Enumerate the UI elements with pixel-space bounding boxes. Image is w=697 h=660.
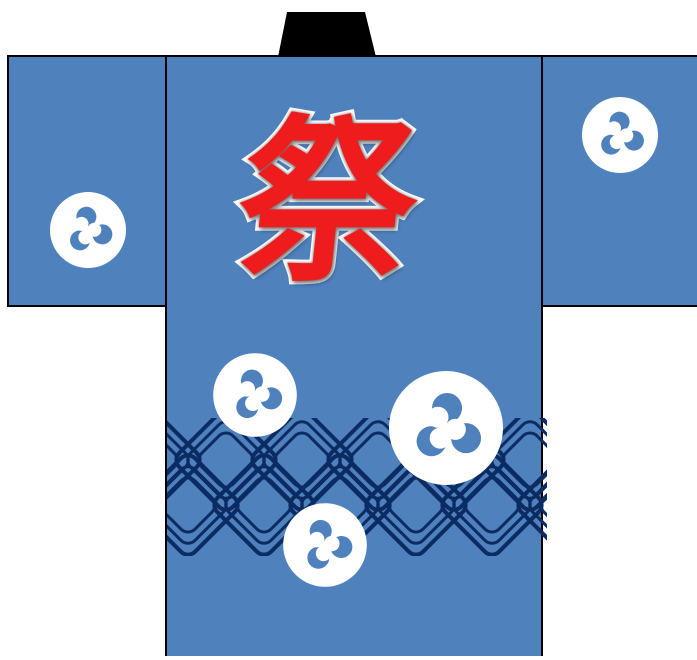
wave-diamond bbox=[224, 465, 304, 545]
wave-diamond bbox=[528, 465, 547, 545]
wave-diamond bbox=[167, 465, 228, 545]
wave-diamond bbox=[516, 453, 547, 556]
left-sleeve bbox=[7, 55, 168, 307]
matsuri-kanji-title: 祭 bbox=[225, 96, 432, 310]
collar-band bbox=[278, 12, 376, 57]
wave-diamond bbox=[463, 476, 521, 534]
wave-diamond bbox=[167, 453, 240, 556]
wave-diamond bbox=[387, 476, 445, 534]
wave-diamond bbox=[452, 465, 532, 545]
right-sleeve bbox=[540, 55, 697, 307]
wave-diamond bbox=[235, 476, 293, 534]
wave-diamond bbox=[167, 476, 217, 534]
